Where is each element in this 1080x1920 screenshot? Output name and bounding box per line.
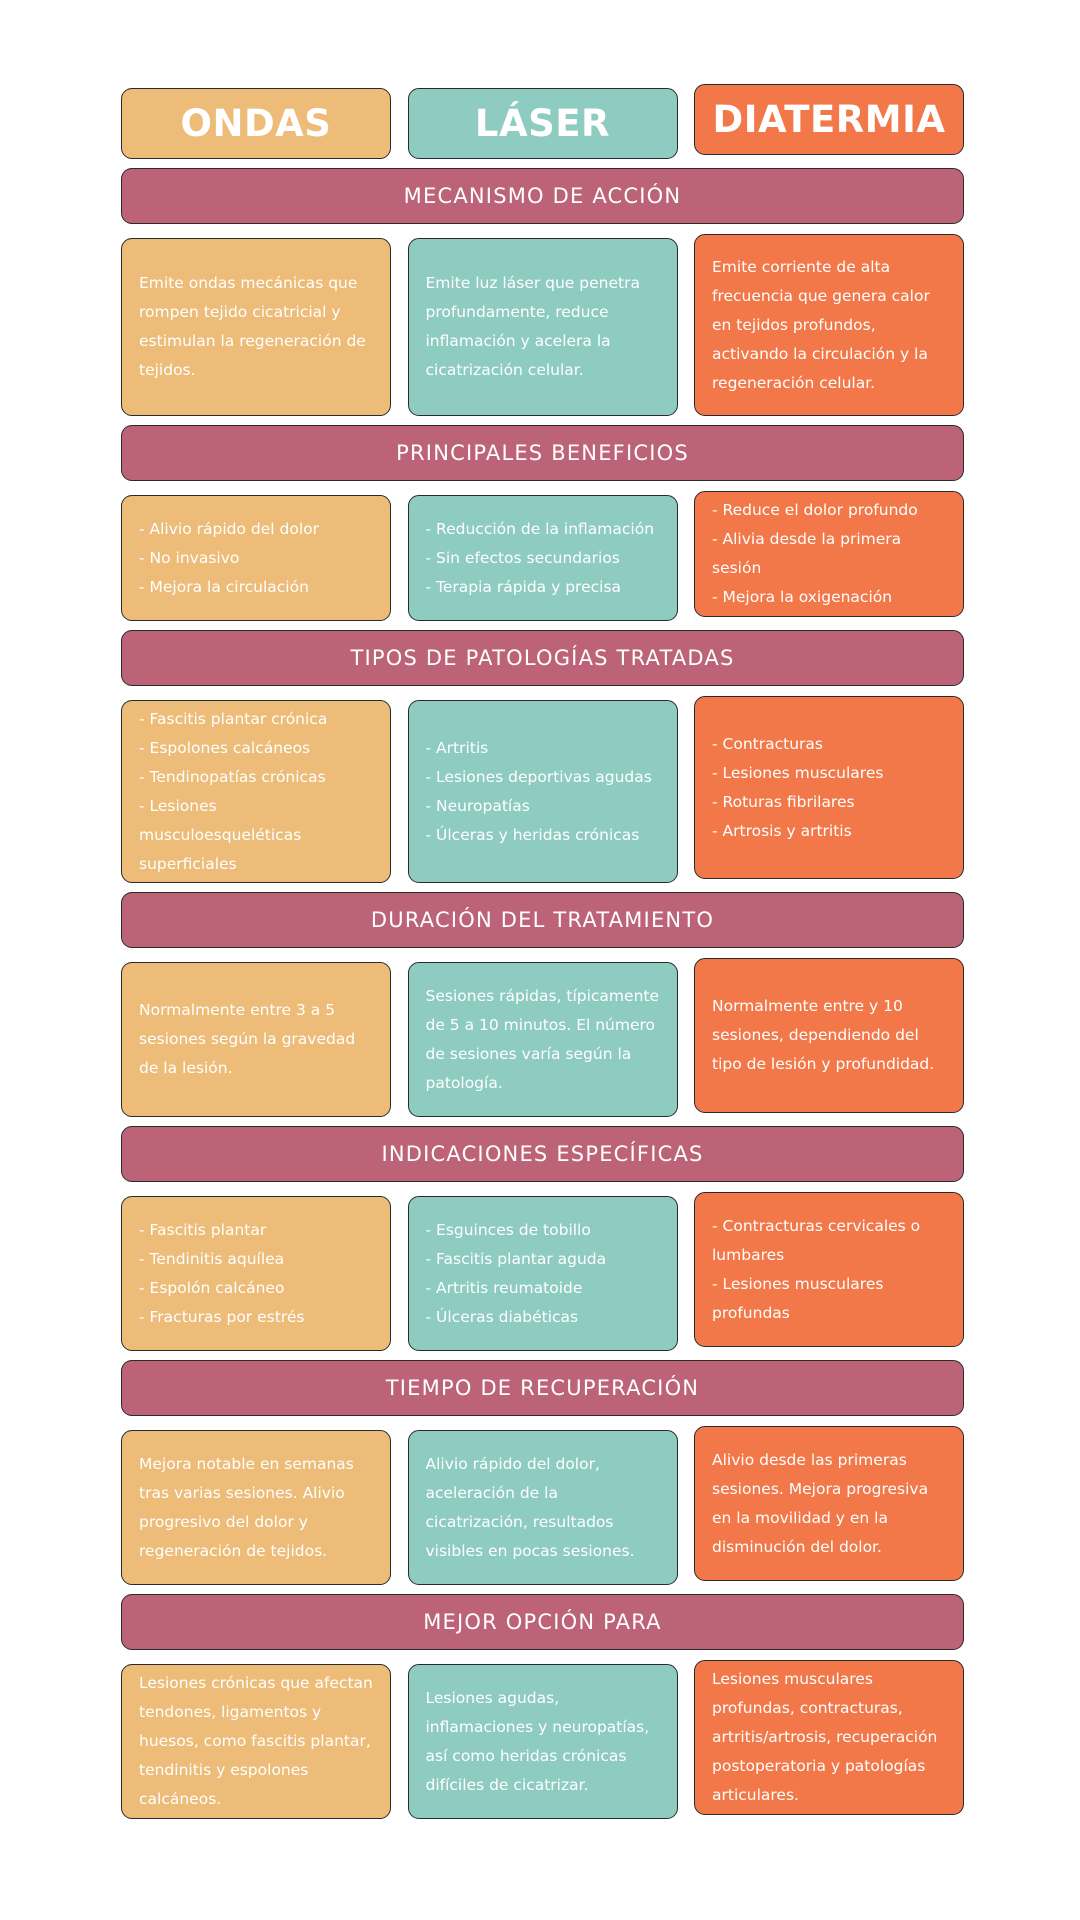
cell-text: - Reducción de la inflamación - Sin efec… — [425, 519, 655, 596]
cell-text: Sesiones rápidas, típicamente de 5 a 10 … — [425, 986, 660, 1092]
cell-laser: - Reducción de la inflamación - Sin efec… — [407, 495, 678, 621]
cell-text: - Alivio rápido del dolor - No invasivo … — [139, 519, 319, 596]
section-title-mejor-opcion: MEJOR OPCIÓN PARA — [121, 1594, 964, 1650]
cell-laser: - Esguinces de tobillo - Fascitis planta… — [407, 1196, 678, 1351]
cell-text: Emite ondas mecánicas que rompen tejido … — [139, 274, 366, 379]
cell-ondas: - Fascitis plantar crónica - Espolones c… — [121, 700, 391, 883]
cell-text: - Artritis - Lesiones deportivas agudas … — [425, 738, 652, 844]
cell-diatermia: - Contracturas - Lesiones musculares - R… — [694, 696, 964, 879]
cell-diatermia: - Reduce el dolor profundo - Alivia desd… — [694, 491, 964, 617]
section-title-beneficios: PRINCIPALES BENEFICIOS — [121, 425, 964, 481]
section-row-indicaciones: - Fascitis plantar - Tendinitis aquílea … — [121, 1192, 964, 1351]
cell-text: - Contracturas cervicales o lumbares - L… — [712, 1216, 921, 1322]
cell-text: - Reduce el dolor profundo - Alivia desd… — [712, 501, 918, 606]
section-row-duracion: Normalmente entre 3 a 5 sesiones según l… — [121, 958, 964, 1117]
cell-ondas: Normalmente entre 3 a 5 sesiones según l… — [121, 962, 391, 1117]
cell-ondas: - Alivio rápido del dolor - No invasivo … — [121, 495, 391, 621]
cell-text: Emite corriente de alta frecuencia que g… — [712, 257, 930, 392]
cell-text: - Fascitis plantar crónica - Espolones c… — [139, 709, 328, 873]
cell-text: - Fascitis plantar - Tendinitis aquílea … — [139, 1220, 305, 1326]
cell-text: Alivio desde las primeras sesiones. Mejo… — [712, 1450, 929, 1556]
cell-diatermia: Alivio desde las primeras sesiones. Mejo… — [694, 1426, 964, 1581]
section-title-duracion: DURACIÓN DEL TRATAMIENTO — [121, 892, 964, 948]
cell-diatermia: - Contracturas cervicales o lumbares - L… — [694, 1192, 964, 1347]
cell-text: Emite luz láser que penetra profundament… — [425, 274, 640, 379]
cell-text: Normalmente entre 3 a 5 sesiones según l… — [139, 1001, 356, 1077]
section-row-beneficios: - Alivio rápido del dolor - No invasivo … — [121, 491, 964, 621]
cell-ondas: - Fascitis plantar - Tendinitis aquílea … — [121, 1196, 391, 1351]
cell-ondas: Lesiones crónicas que afectan tendones, … — [121, 1664, 391, 1819]
cell-diatermia: Emite corriente de alta frecuencia que g… — [694, 234, 964, 416]
cell-laser: - Artritis - Lesiones deportivas agudas … — [407, 700, 678, 883]
column-title-ondas: ONDAS — [180, 102, 332, 145]
section-row-patologias: - Fascitis plantar crónica - Espolones c… — [121, 696, 964, 883]
section-row-mejor-opcion: Lesiones crónicas que afectan tendones, … — [121, 1660, 964, 1819]
column-title-diatermia: DIATERMIA — [712, 98, 946, 141]
section-title-patologias: TIPOS DE PATOLOGÍAS TRATADAS — [121, 630, 964, 686]
cell-text: Lesiones musculares profundas, contractu… — [712, 1670, 938, 1804]
cell-text: Normalmente entre y 10 sesiones, dependi… — [712, 997, 935, 1073]
section-row-recuperacion: Mejora notable en semanas tras varias se… — [121, 1426, 964, 1585]
cell-laser: Sesiones rápidas, típicamente de 5 a 10 … — [407, 962, 678, 1117]
column-header-diatermia: DIATERMIA — [694, 84, 964, 155]
cell-text: - Contracturas - Lesiones musculares - R… — [712, 734, 884, 840]
cell-ondas: Mejora notable en semanas tras varias se… — [121, 1430, 391, 1585]
cell-laser: Lesiones agudas, inflamaciones y neuropa… — [407, 1664, 678, 1819]
column-header-ondas: ONDAS — [121, 88, 391, 159]
cell-text: Lesiones agudas, inflamaciones y neuropa… — [425, 1688, 650, 1794]
section-title-mecanismo: MECANISMO DE ACCIÓN — [121, 168, 964, 224]
cell-ondas: Emite ondas mecánicas que rompen tejido … — [121, 238, 391, 416]
column-headers: ONDAS LÁSER DIATERMIA — [121, 84, 964, 159]
cell-text: Lesiones crónicas que afectan tendones, … — [139, 1674, 373, 1808]
cell-text: - Esguinces de tobillo - Fascitis planta… — [425, 1220, 607, 1326]
cell-diatermia: Lesiones musculares profundas, contractu… — [694, 1660, 964, 1815]
section-title-indicaciones: INDICACIONES ESPECÍFICAS — [121, 1126, 964, 1182]
cell-laser: Emite luz láser que penetra profundament… — [407, 238, 678, 416]
section-row-mecanismo: Emite ondas mecánicas que rompen tejido … — [121, 234, 964, 416]
cell-text: Alivio rápido del dolor, aceleración de … — [425, 1454, 635, 1560]
column-header-laser: LÁSER — [407, 88, 678, 159]
cell-laser: Alivio rápido del dolor, aceleración de … — [407, 1430, 678, 1585]
cell-diatermia: Normalmente entre y 10 sesiones, dependi… — [694, 958, 964, 1113]
cell-text: Mejora notable en semanas tras varias se… — [139, 1454, 354, 1560]
section-title-recuperacion: TIEMPO DE RECUPERACIÓN — [121, 1360, 964, 1416]
column-title-laser: LÁSER — [474, 102, 611, 145]
comparison-table: ONDAS LÁSER DIATERMIA MECANISMO DE ACCIÓ… — [121, 84, 964, 1819]
